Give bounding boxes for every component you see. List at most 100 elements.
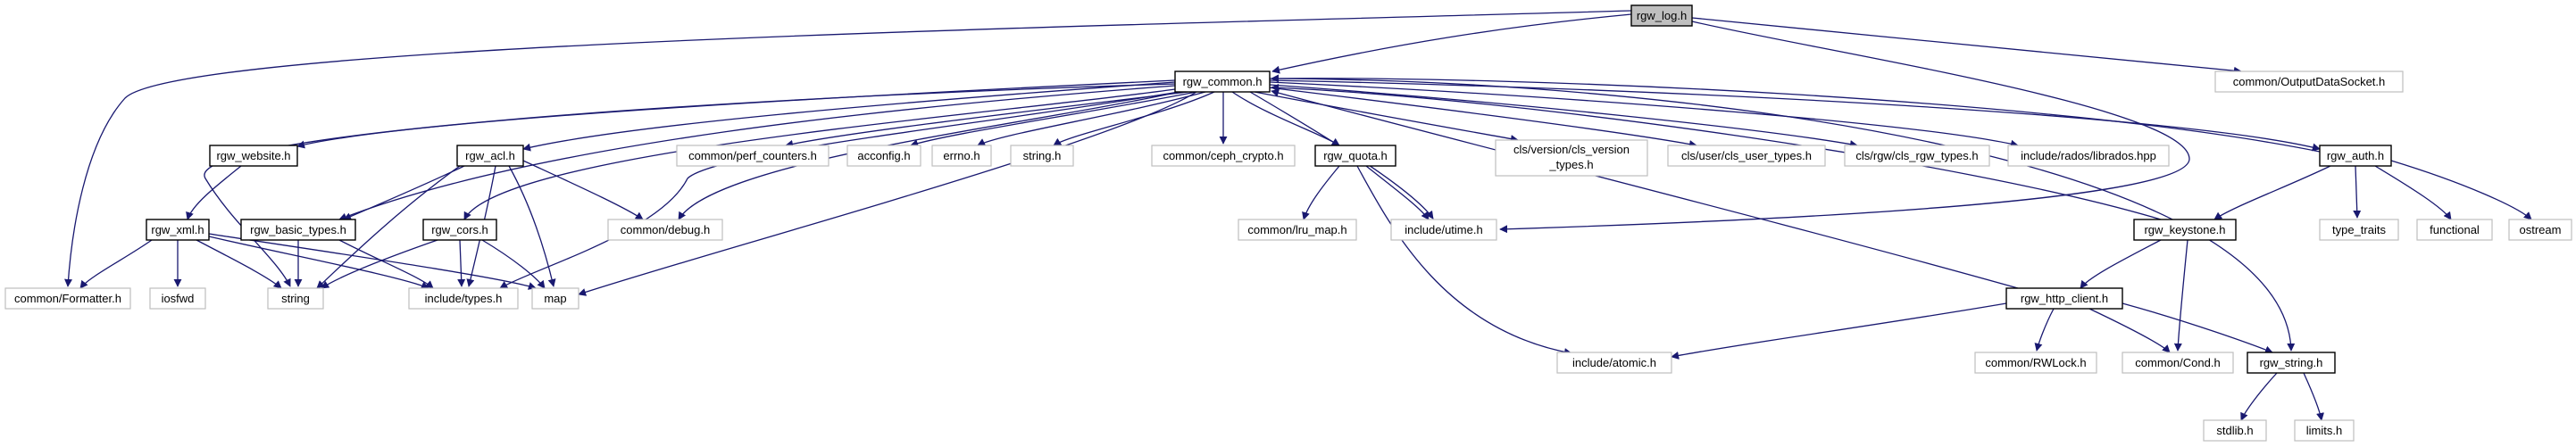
edge-rgw-log-to-formatter xyxy=(64,10,1632,287)
node-label: rgw_common.h xyxy=(1183,75,1263,88)
node-label: common/ceph_crypto.h xyxy=(1163,149,1283,162)
node-label: rgw_cors.h xyxy=(431,223,488,236)
node-lru-map[interactable]: common/lru_map.h xyxy=(1238,219,1357,241)
node-layer: rgw_log.h rgw_common.h common/OutputData… xyxy=(4,4,2572,442)
node-include-utime[interactable]: include/utime.h xyxy=(1390,219,1497,241)
node-label: rgw_quota.h xyxy=(1323,149,1388,162)
node-label: string xyxy=(281,292,310,305)
node-label: common/Cond.h xyxy=(2135,356,2220,369)
node-label: ostream xyxy=(2520,223,2562,236)
node-rgw-acl[interactable]: rgw_acl.h xyxy=(456,145,524,167)
node-perf-counters[interactable]: common/perf_counters.h xyxy=(676,145,829,167)
node-ostream[interactable]: ostream xyxy=(2508,219,2572,241)
node-label: common/perf_counters.h xyxy=(688,149,817,162)
node-rgw-keystone[interactable]: rgw_keystone.h xyxy=(2133,219,2237,241)
node-common-formatter[interactable]: common/Formatter.h xyxy=(4,287,131,310)
node-functional[interactable]: functional xyxy=(2416,219,2493,241)
node-label: rgw_log.h xyxy=(1637,9,1687,22)
node-stdlib[interactable]: stdlib.h xyxy=(2203,419,2267,442)
edge-xml-to-formatter xyxy=(79,239,153,289)
node-include-atomic[interactable]: include/atomic.h xyxy=(1556,352,1672,374)
node-label: rgw_http_client.h xyxy=(2021,292,2108,305)
node-label: rgw_xml.h xyxy=(151,223,204,236)
node-label: limits.h xyxy=(2306,424,2342,437)
node-librados[interactable]: include/rados/librados.hpp xyxy=(2007,145,2170,167)
edge-acl-to-string xyxy=(316,165,461,289)
edge-cors-to-string xyxy=(321,239,438,289)
node-map[interactable]: map xyxy=(531,287,579,310)
node-label: common/OutputDataSocket.h xyxy=(2233,75,2386,88)
edge-keystone-to-http-client xyxy=(2080,239,2162,289)
node-rgw-string[interactable]: rgw_string.h xyxy=(2247,352,2336,374)
node-label: common/lru_map.h xyxy=(1247,223,1346,236)
node-cls-rgw-types[interactable]: cls/rgw/cls_rgw_types.h xyxy=(1844,145,1990,167)
node-common-debug[interactable]: common/debug.h xyxy=(607,219,723,241)
node-label: include/atomic.h xyxy=(1572,356,1656,369)
edge-common-to-rgw-string xyxy=(1269,78,2296,352)
node-rgw-log[interactable]: rgw_log.h xyxy=(1630,4,1693,27)
node-common-cond[interactable]: common/Cond.h xyxy=(2122,352,2234,374)
edge-http-client-to-rgw-string xyxy=(2122,302,2273,354)
node-label: cls/user/cls_user_types.h xyxy=(1681,149,1812,162)
edge-http-client-to-cond xyxy=(2088,308,2171,353)
edge-common-to-types xyxy=(499,91,1180,289)
edge-quota-to-utime xyxy=(1365,165,1430,220)
node-label: include/utime.h xyxy=(1405,223,1482,236)
edge-keystone-to-common xyxy=(1271,83,2162,220)
node-label: rgw_string.h xyxy=(2260,356,2323,369)
node-errno[interactable]: errno.h xyxy=(931,145,992,167)
edge-cors-to-types xyxy=(457,239,466,287)
node-string-h[interactable]: string.h xyxy=(1010,145,1074,167)
edge-auth-to-ostream xyxy=(2390,160,2532,220)
edge-rgw-string-to-limits xyxy=(2303,372,2324,421)
edge-common-to-website xyxy=(296,79,1176,149)
node-include-types[interactable]: include/types.h xyxy=(408,287,519,310)
edge-basic-types-to-types xyxy=(338,239,434,289)
edge-xml-to-string xyxy=(196,239,282,289)
node-rgw-basic-types[interactable]: rgw_basic_types.h xyxy=(240,219,356,241)
edge-common-to-errno xyxy=(977,91,1206,146)
node-rgw-http-client[interactable]: rgw_http_client.h xyxy=(2005,287,2123,310)
node-rgw-common[interactable]: rgw_common.h xyxy=(1174,70,1271,93)
edge-quota-to-lru-map xyxy=(1302,165,1340,220)
node-string[interactable]: string xyxy=(267,287,324,310)
edge-common-to-quota xyxy=(1231,91,1340,146)
node-ceph-crypto[interactable]: common/ceph_crypto.h xyxy=(1151,145,1296,167)
node-cls-user-types[interactable]: cls/user/cls_user_types.h xyxy=(1667,145,1826,167)
node-rgw-xml[interactable]: rgw_xml.h xyxy=(146,219,210,241)
edge-common-to-cors xyxy=(463,88,1176,220)
node-rgw-auth[interactable]: rgw_auth.h xyxy=(2319,145,2392,167)
edge-auth-to-type-traits xyxy=(2353,165,2362,219)
edge-common-to-perf-counters xyxy=(785,91,1188,148)
node-iosfwd[interactable]: iosfwd xyxy=(149,287,206,310)
edge-common-to-acl xyxy=(522,81,1176,152)
edge-keystone-to-cond xyxy=(2173,239,2188,352)
node-limits[interactable]: limits.h xyxy=(2294,419,2355,442)
edge-common-to-librados xyxy=(1269,81,2019,148)
node-common-rwlock[interactable]: common/RWLock.h xyxy=(1974,352,2097,374)
node-rgw-cors[interactable]: rgw_cors.h xyxy=(422,219,497,241)
node-rgw-website[interactable]: rgw_website.h xyxy=(209,145,298,167)
node-label: iosfwd xyxy=(162,292,195,305)
node-label: string.h xyxy=(1023,149,1062,162)
edge-layer xyxy=(64,10,2532,421)
edge-acl-to-map xyxy=(508,165,556,287)
edge-quota-to-atomic xyxy=(1356,165,1572,356)
edge-http-client-to-rwlock xyxy=(2034,308,2055,352)
node-label: include/rados/librados.hpp xyxy=(2021,149,2156,162)
edge-common-to-map xyxy=(578,91,1197,296)
edge-rgw-string-to-stdlib xyxy=(2240,372,2278,421)
node-output-data-socket[interactable]: common/OutputDataSocket.h xyxy=(2214,70,2404,93)
node-rgw-quota[interactable]: rgw_quota.h xyxy=(1314,145,1396,167)
edge-xml-to-types xyxy=(208,236,429,289)
node-cls-version-types[interactable]: cls/version/cls_version _types.h xyxy=(1495,139,1648,177)
node-label-line-1: cls/version/cls_version xyxy=(1513,143,1630,156)
edge-common-to-cls-version xyxy=(1254,91,1519,143)
node-acconfig[interactable]: acconfig.h xyxy=(846,145,921,167)
node-label: type_traits xyxy=(2332,223,2386,236)
node-label: map xyxy=(544,292,566,305)
edge-rgw-log-to-rgw-common xyxy=(1271,13,1632,74)
node-type-traits[interactable]: type_traits xyxy=(2319,219,2399,241)
node-label: rgw_website.h xyxy=(216,149,290,162)
